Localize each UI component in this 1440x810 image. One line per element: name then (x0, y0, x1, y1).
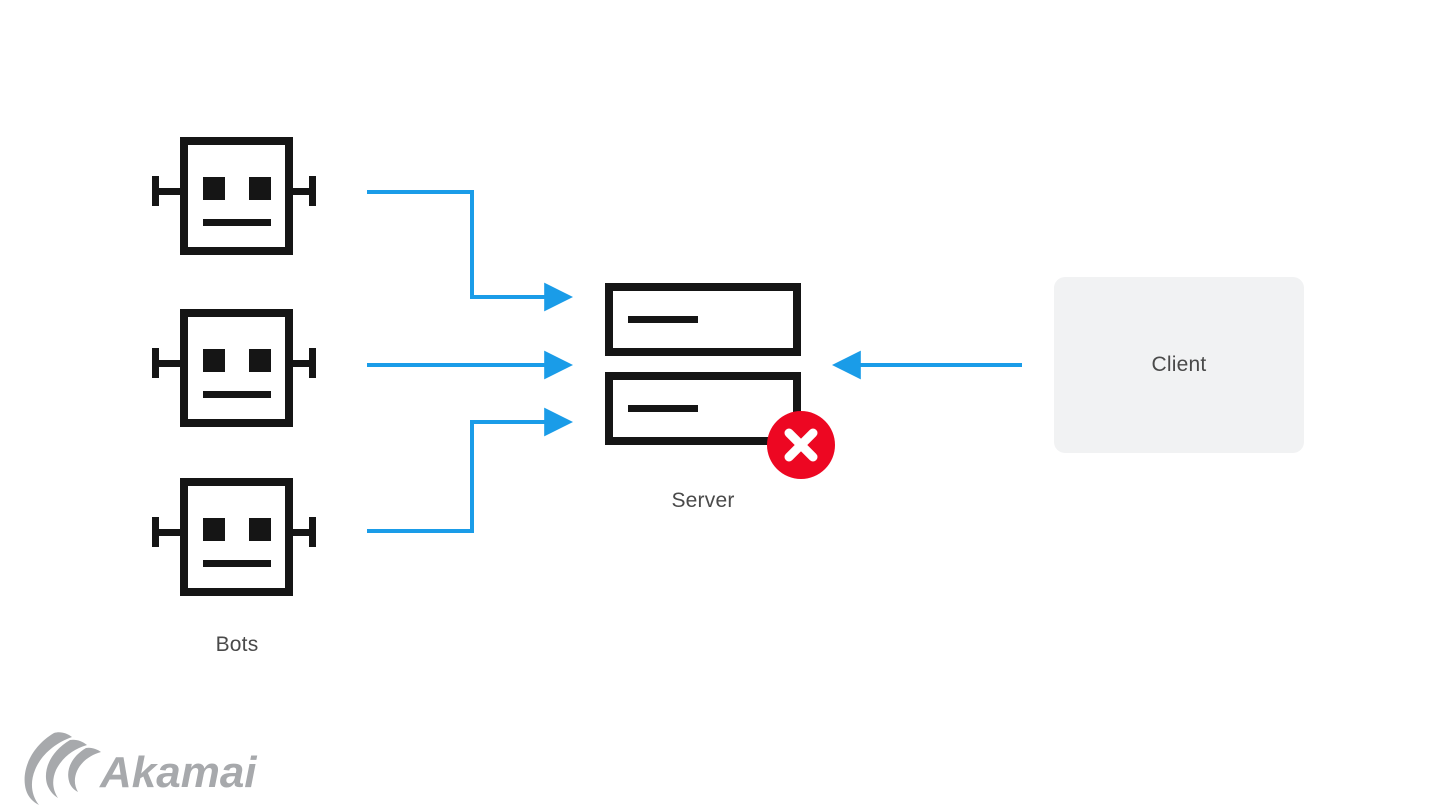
bot-mouth (203, 219, 271, 226)
bot-icon-1[interactable] (152, 137, 316, 255)
error-badge[interactable] (767, 411, 835, 479)
bot-antenna-left-stem (157, 360, 185, 367)
akamai-arc-inner (68, 747, 101, 792)
bot-antenna-left-stem (157, 529, 185, 536)
akamai-arc-middle (45, 739, 87, 798)
bot-eye-right (249, 518, 271, 541)
bot-antenna-right-stem (283, 360, 311, 367)
bot-head (180, 478, 293, 596)
bot-antenna-right-cap (309, 176, 316, 206)
bot-head (180, 137, 293, 255)
bot-head (180, 309, 293, 427)
server-unit-1-indicator (628, 316, 698, 323)
connector-group (367, 190, 1022, 533)
server-unit-2-indicator (628, 405, 698, 412)
bot-antenna-left-cap (152, 348, 159, 378)
bots-label: Bots (215, 633, 259, 656)
bot-antenna-left-cap (152, 517, 159, 547)
server-rack-icon[interactable] (605, 283, 801, 445)
bot-antenna-left-stem (157, 188, 185, 195)
bot-eye-right (249, 349, 271, 372)
bot-eye-left (203, 349, 225, 372)
bot-antenna-right-cap (309, 348, 316, 378)
bot-mouth (203, 560, 271, 567)
close-icon (784, 428, 818, 462)
bot-1-to-server-arrow (367, 190, 573, 312)
bot-antenna-right-stem (283, 529, 311, 536)
bot-eye-right (249, 177, 271, 200)
client-label: Client (1151, 353, 1207, 376)
bot-icon-2[interactable] (152, 309, 316, 427)
bot-3-to-server-arrow (367, 407, 573, 533)
bot-icon-3[interactable] (152, 478, 316, 596)
bot-antenna-left-cap (152, 176, 159, 206)
server-label: Server (671, 489, 735, 512)
bot-antenna-right-cap (309, 517, 316, 547)
akamai-wordmark: Akamai (99, 748, 257, 797)
bot-eye-left (203, 177, 225, 200)
akamai-arc-outer (24, 732, 73, 805)
bot-antenna-right-stem (283, 188, 311, 195)
bot-eye-left (203, 518, 225, 541)
bot-mouth (203, 391, 271, 398)
akamai-logo: Akamai (24, 732, 257, 805)
client-panel-icon[interactable]: Client (1054, 277, 1304, 453)
